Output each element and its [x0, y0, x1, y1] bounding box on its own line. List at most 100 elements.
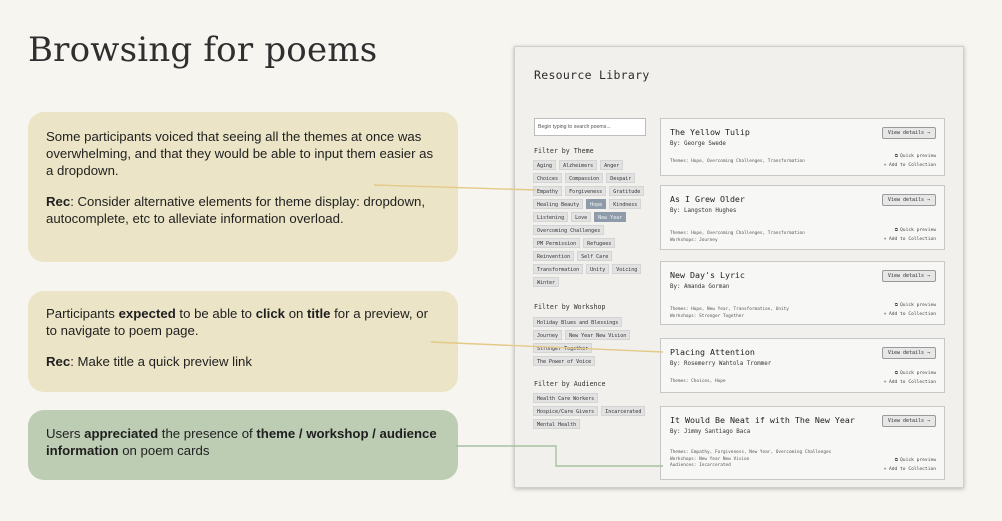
- view-details-button[interactable]: View details →: [882, 270, 936, 282]
- plus-icon: +: [883, 467, 887, 472]
- external-link-icon: ⧉: [894, 154, 899, 159]
- poem-title[interactable]: It Would Be Neat if with The New Year: [670, 415, 855, 425]
- callout-theme-overload: Some participants voiced that seeing all…: [28, 112, 458, 262]
- poem-meta: Themes: Hope, New Year, Transformation, …: [670, 307, 789, 312]
- audience-tag[interactable]: Mental Health: [533, 419, 581, 429]
- text-run-bold: theme / workshop / audience information: [46, 426, 437, 458]
- view-details-button[interactable]: View details →: [882, 415, 936, 427]
- workshop-filter-heading: Filter by Workshop: [534, 303, 606, 311]
- search-input[interactable]: Begin typing to search poems...: [534, 118, 646, 136]
- theme-tag[interactable]: Compassion: [565, 173, 604, 183]
- theme-tag[interactable]: Alzheimers: [559, 160, 598, 170]
- text-run: the presence of: [158, 426, 257, 441]
- plus-icon: +: [883, 163, 887, 168]
- poem-author: By: Langston Hughes: [670, 208, 737, 214]
- theme-tag[interactable]: Unity: [586, 264, 610, 274]
- rec-label: Rec: [46, 354, 71, 369]
- theme-tag[interactable]: Listening: [533, 212, 569, 222]
- quick-preview-label: Quick preview: [900, 371, 936, 376]
- plus-icon: +: [883, 380, 887, 385]
- view-details-button[interactable]: View details →: [882, 347, 936, 359]
- workshop-tag[interactable]: Stronger Together: [533, 343, 593, 353]
- quick-preview-link[interactable]: ⧉Quick preview: [895, 457, 936, 463]
- theme-tag[interactable]: New Year: [594, 212, 627, 222]
- poem-meta: Workshops: Journey: [670, 237, 718, 243]
- add-to-collection-label: Add to Collection: [888, 312, 936, 317]
- theme-tag[interactable]: Overcoming Challenges: [533, 225, 605, 235]
- plus-icon: +: [883, 312, 887, 317]
- text-run: to be able to: [175, 306, 256, 321]
- view-details-button[interactable]: View details →: [882, 127, 936, 139]
- quick-preview-link[interactable]: ⧉Quick preview: [895, 302, 936, 308]
- theme-tag[interactable]: Transformation: [533, 264, 584, 274]
- callout-text: Participants expected to be able to clic…: [46, 305, 440, 339]
- slide-title: Browsing for poems: [28, 30, 378, 70]
- callout-card-info: Users appreciated the presence of theme …: [28, 410, 458, 480]
- audience-tag[interactable]: Health Care Workers: [533, 393, 599, 403]
- theme-tag[interactable]: Aging: [533, 160, 557, 170]
- library-title: Resource Library: [534, 68, 650, 82]
- callout-text: Users appreciated the presence of theme …: [46, 425, 440, 459]
- quick-preview-label: Quick preview: [900, 458, 936, 463]
- quick-preview-link[interactable]: ⧉Quick preview: [895, 153, 936, 159]
- text-run-bold: click: [255, 306, 286, 321]
- add-to-collection-link[interactable]: +Add to Collection: [883, 163, 936, 168]
- theme-tag[interactable]: Choices: [533, 173, 563, 183]
- poem-title[interactable]: New Day's Lyric: [670, 270, 745, 280]
- plus-icon: +: [883, 237, 887, 242]
- theme-tag[interactable]: Reinvention: [533, 251, 575, 261]
- theme-tag[interactable]: Refugees: [583, 238, 616, 248]
- theme-tag[interactable]: Anger: [600, 160, 624, 170]
- callout-title-preview: Participants expected to be able to clic…: [28, 291, 458, 392]
- theme-tag[interactable]: Empathy: [533, 186, 563, 196]
- audience-filter-heading: Filter by Audience: [534, 380, 606, 388]
- poem-title[interactable]: As I Grew Older: [670, 194, 745, 204]
- theme-tag[interactable]: Kindness: [609, 199, 642, 209]
- text-run-bold: expected: [118, 306, 176, 321]
- theme-tag[interactable]: Forgiveness: [565, 186, 607, 196]
- callout-rec: Rec: Make title a quick preview link: [46, 353, 440, 370]
- theme-tag[interactable]: Despair: [606, 173, 636, 183]
- quick-preview-link[interactable]: ⧉Quick preview: [895, 227, 936, 233]
- theme-tag[interactable]: Love: [571, 212, 592, 222]
- poem-author: By: Jimmy Santiago Baca: [670, 429, 751, 435]
- poem-title[interactable]: Placing Attention: [670, 347, 755, 357]
- theme-tag[interactable]: Gratitude: [609, 186, 645, 196]
- add-to-collection-link[interactable]: +Add to Collection: [883, 237, 936, 242]
- quick-preview-link[interactable]: ⧉Quick preview: [895, 370, 936, 376]
- text-run-bold: title: [307, 306, 331, 321]
- text-run: for a preview, or to navigate to poem pa…: [46, 306, 428, 338]
- theme-tag[interactable]: Voicing: [612, 264, 642, 274]
- add-to-collection-link[interactable]: +Add to Collection: [883, 312, 936, 317]
- view-details-button[interactable]: View details →: [882, 194, 936, 206]
- text-run: Participants: [46, 306, 119, 321]
- add-to-collection-link[interactable]: +Add to Collection: [883, 380, 936, 385]
- poem-title[interactable]: The Yellow Tulip: [670, 127, 750, 137]
- poem-meta: Workshops: New Year New Vision: [670, 456, 750, 462]
- theme-tag[interactable]: PM Permission: [533, 238, 581, 248]
- workshop-tag[interactable]: Holiday Blues and Blessings: [533, 317, 623, 327]
- rec-text: : Consider alternative elements for them…: [46, 194, 425, 226]
- poem-author: By: Rosemerry Wahtola Trommer: [670, 361, 772, 367]
- audience-tag[interactable]: Hospice/Care Givers: [533, 406, 599, 416]
- theme-tag[interactable]: Winter: [533, 277, 560, 287]
- add-to-collection-label: Add to Collection: [888, 237, 936, 242]
- external-link-icon: ⧉: [894, 371, 899, 376]
- poem-author: By: Amanda Gorman: [670, 284, 730, 290]
- quick-preview-label: Quick preview: [900, 228, 936, 233]
- theme-tag[interactable]: Hope: [586, 199, 607, 209]
- workshop-tag[interactable]: The Power of Voice: [533, 356, 596, 366]
- theme-tag[interactable]: Self Care: [577, 251, 613, 261]
- audience-tag[interactable]: Incarcerated: [601, 406, 646, 416]
- workshop-tag[interactable]: Journey: [533, 330, 563, 340]
- workshop-tag[interactable]: New Year New Vision: [565, 330, 631, 340]
- theme-tag[interactable]: Healing Beauty: [533, 199, 584, 209]
- add-to-collection-link[interactable]: +Add to Collection: [883, 467, 936, 472]
- poem-author: By: George Swede: [670, 141, 726, 147]
- poem-meta: Themes: Hope, Overcoming Challenges, Tra…: [670, 231, 805, 236]
